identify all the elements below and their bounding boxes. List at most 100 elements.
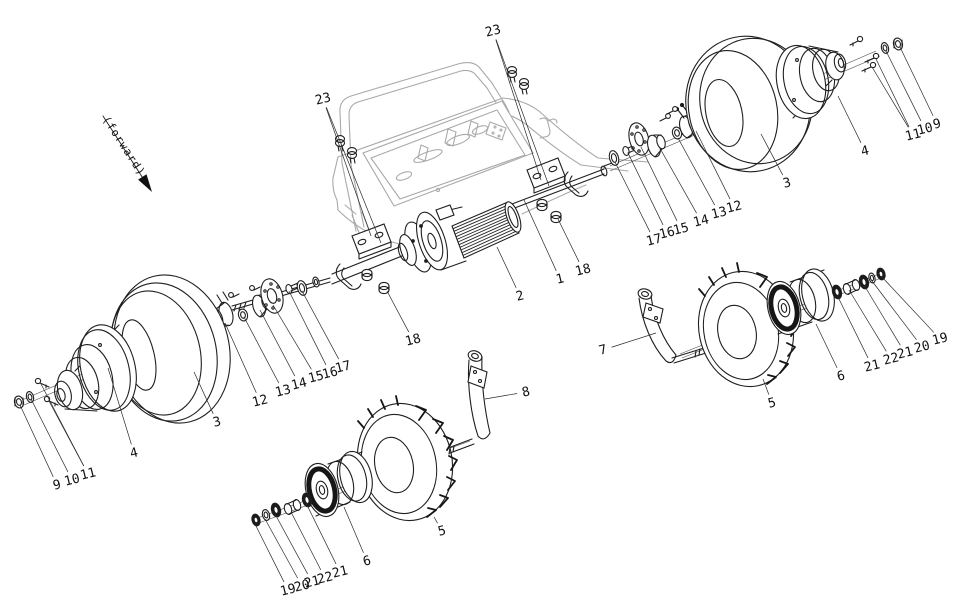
leader-line (899, 46, 934, 117)
part-label-18-16: 18 (404, 331, 423, 349)
part-label-14-9: 14 (692, 212, 711, 230)
leader-line (272, 304, 312, 370)
part-label-2-15: 2 (515, 288, 526, 304)
part-label-15-10: 15 (672, 220, 691, 238)
leader-line (871, 280, 917, 341)
bolt-16 (285, 282, 299, 294)
part-label-17-36: 17 (334, 358, 353, 376)
part-label-22-22: 22 (882, 350, 901, 368)
hub-flange-14 (646, 134, 666, 158)
leader-line (19, 404, 54, 477)
part-label-9-2: 9 (932, 116, 943, 132)
part-label-19-25: 19 (931, 330, 950, 348)
part-label-11-28: 11 (79, 465, 98, 483)
nut-9 (13, 395, 25, 409)
leader-line (290, 511, 322, 571)
nut-13 (237, 308, 249, 322)
nut-19 (876, 267, 886, 281)
leader-line (627, 152, 664, 226)
stud-bolt (249, 285, 261, 291)
gearbox (397, 204, 467, 273)
bolt-11 (864, 52, 880, 64)
part-label-21-21: 21 (863, 357, 882, 375)
part-label-20-24: 20 (913, 338, 932, 356)
leader-line (695, 130, 731, 200)
leader-line (254, 523, 285, 583)
rim-6 (766, 268, 835, 336)
spindle-arm-7 (637, 288, 707, 364)
bolt-11 (34, 377, 50, 389)
rear-wheel-left (13, 274, 231, 424)
part-label-11-4: 11 (904, 126, 923, 144)
leader-line (386, 290, 410, 333)
washer-10 (25, 391, 35, 403)
part-label-4-5: 4 (860, 143, 871, 159)
part-label-10-3: 10 (916, 120, 935, 138)
part-label-16-35: 16 (321, 364, 340, 382)
leader-line (677, 137, 715, 206)
spacer-22 (842, 279, 861, 295)
leader-line (301, 290, 340, 360)
washer-20 (868, 272, 876, 284)
flange-nut-18-group (361, 198, 562, 295)
tire-3 (110, 274, 231, 424)
part-label-13-8: 13 (710, 204, 729, 222)
leader-line (885, 50, 922, 122)
leader-line (243, 316, 280, 384)
mount-bolt-23-group (334, 66, 530, 164)
flange-bolt (346, 147, 358, 164)
bearing-21 (301, 492, 313, 508)
part-label-19-37: 19 (279, 581, 298, 599)
axle-bracket-left (335, 223, 392, 290)
part-label-3-26: 3 (212, 414, 223, 430)
forward-label: (forward) (100, 114, 148, 179)
leader-line (40, 383, 85, 467)
part-label-6-42: 6 (362, 553, 373, 569)
bolt-11 (861, 61, 877, 73)
part-label-1-14: 1 (555, 271, 566, 287)
washer (312, 276, 320, 288)
leader-line (326, 107, 382, 244)
part-label-3-6: 3 (782, 175, 793, 191)
stud-bolt (666, 106, 678, 115)
bolt-11 (43, 395, 59, 407)
spacer-17 (296, 280, 308, 296)
part-label-21-23: 21 (896, 344, 915, 362)
spacer-22 (283, 499, 302, 515)
leader-line (305, 502, 337, 565)
part-label-13-32: 13 (274, 382, 293, 400)
part-label-22-40: 22 (316, 569, 335, 587)
leader-line (815, 323, 838, 369)
part-label-21-39: 21 (303, 573, 322, 591)
leader-line (343, 506, 364, 553)
leader-line (614, 161, 651, 233)
leader-line (496, 246, 517, 289)
washer-10 (880, 42, 890, 54)
bearing-21 (270, 502, 282, 518)
part-label-8-18: 8 (521, 384, 532, 400)
nut-9 (892, 37, 904, 51)
leader-lines (19, 39, 935, 583)
stud-bolt (228, 292, 240, 298)
leader-line (523, 199, 557, 271)
part-label-5-19: 5 (767, 395, 778, 411)
leader-line (107, 367, 132, 445)
part-label-23-0: 23 (484, 22, 503, 40)
leader-line (863, 284, 901, 346)
leader-line (30, 398, 69, 473)
axle-bracket-right (526, 157, 589, 197)
part-label-12-31: 12 (251, 392, 270, 410)
part-label-12-7: 12 (725, 198, 744, 216)
leader-line (640, 146, 678, 222)
chassis-frame (332, 61, 649, 249)
leader-line (495, 39, 550, 187)
leader-line (259, 309, 296, 377)
leader-line (224, 322, 257, 393)
part-label-23-1: 23 (314, 90, 333, 108)
bearing-21 (858, 274, 870, 290)
part-label-15-34: 15 (307, 368, 326, 386)
flange-nut (361, 268, 373, 282)
leader-line (762, 378, 770, 395)
